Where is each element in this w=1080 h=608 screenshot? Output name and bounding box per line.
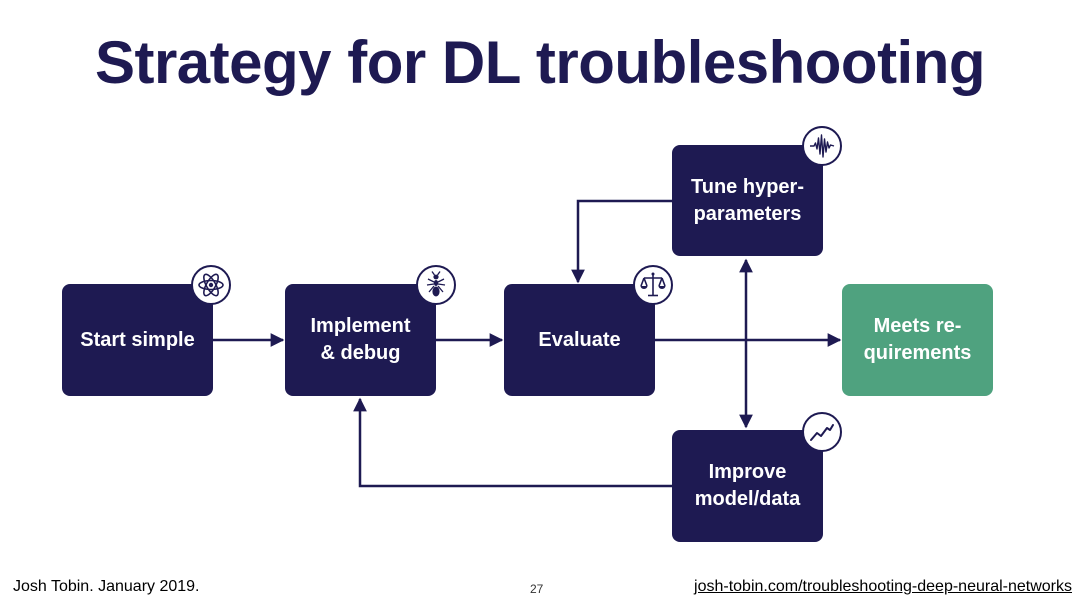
node-meets-requirements: Meets re- quirements (842, 284, 993, 396)
node-start-simple: Start simple (62, 284, 213, 396)
node-implement-debug-label: Implement & debug (310, 315, 411, 364)
atom-icon (191, 265, 231, 305)
arrow-tune-to-evaluate (571, 199, 672, 284)
node-tune-hyperparameters-label: Tune hyper- parameters (691, 175, 804, 225)
node-start-simple-label: Start simple (80, 328, 195, 351)
node-implement-debug: Implement & debug (285, 284, 436, 396)
waveform-icon (802, 126, 842, 166)
node-meets-requirements-label: Meets re- quirements (863, 315, 972, 364)
node-evaluate: Evaluate (504, 284, 655, 396)
node-tune-hyperparameters: Tune hyper- parameters (672, 145, 823, 256)
scales-icon (633, 265, 673, 305)
trend-line-icon (802, 412, 842, 452)
node-evaluate-label: Evaluate (538, 328, 621, 351)
footer-link[interactable]: josh-tobin.com/troubleshooting-deep-neur… (694, 578, 1072, 595)
page-number: 27 (530, 582, 544, 596)
node-improve-model-data-label: Improve model/data (694, 461, 801, 510)
node-improve-model-data: Improve model/data (672, 430, 823, 542)
slide-title: Strategy for DL troubleshooting (94, 29, 986, 96)
footer-author: Josh Tobin. January 2019. (13, 578, 200, 595)
ant-icon (416, 265, 456, 305)
arrow-improve-to-implement (353, 397, 672, 488)
